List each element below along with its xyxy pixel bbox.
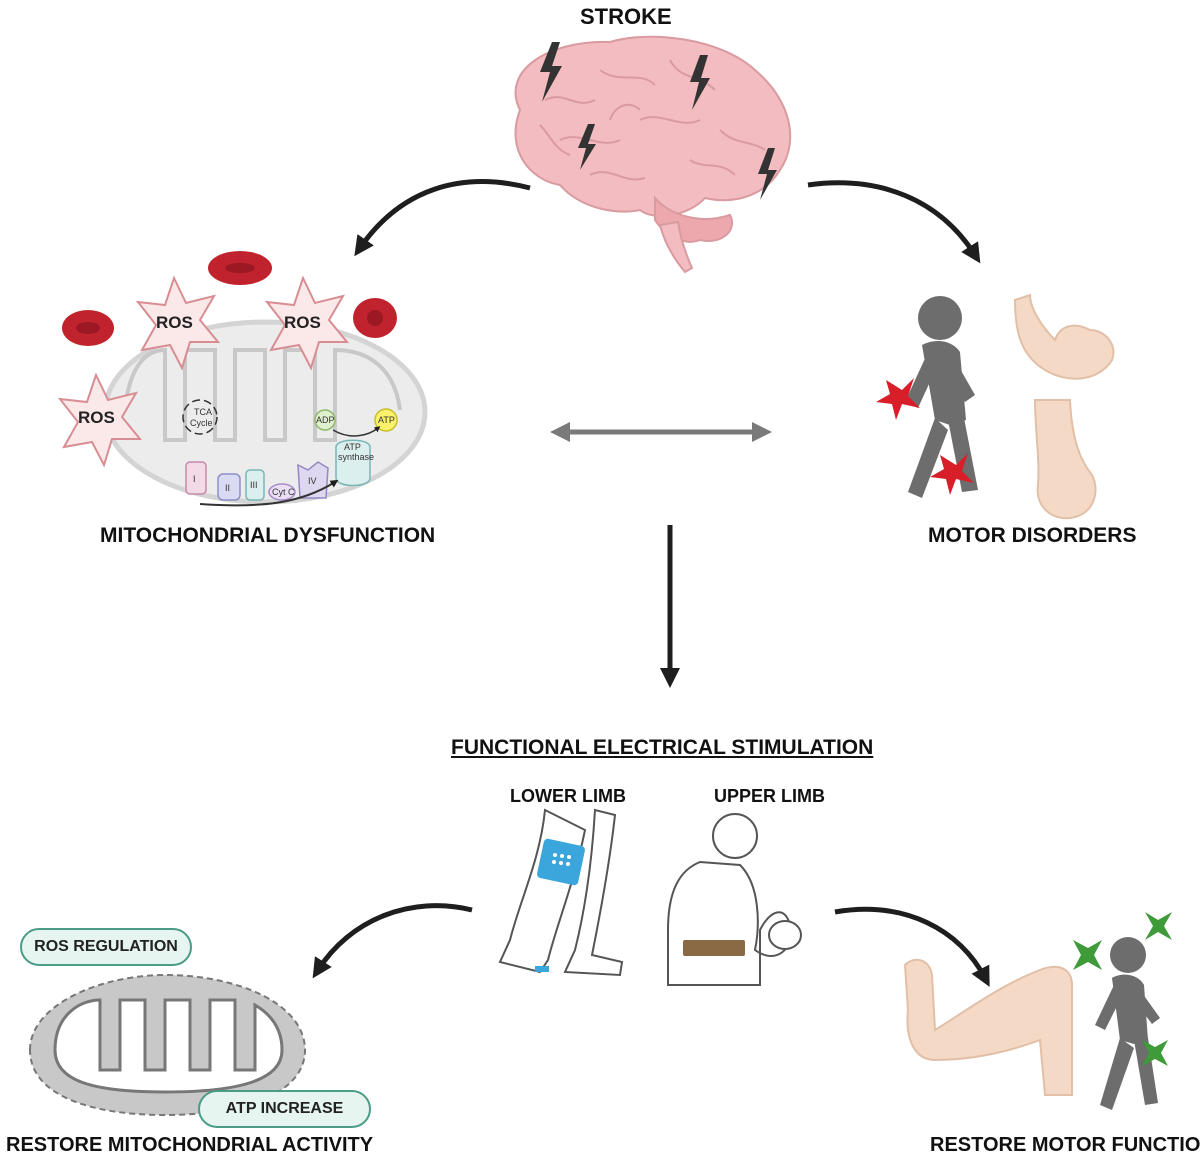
title-stroke: STROKE [580, 4, 672, 29]
sparkle-icon [1073, 912, 1172, 1066]
label-restore-motor: RESTORE MOTOR FUNCTION [930, 1134, 1200, 1156]
atp-synthase-text-1: ATP [344, 442, 361, 452]
cyt-c: Cyt C [272, 487, 295, 497]
hand-icon [1013, 293, 1115, 380]
ros-star-icon [57, 275, 350, 468]
complex-III: III [250, 480, 258, 490]
electron-transport-chain [185, 408, 398, 507]
pill-atp-increase: ATP INCREASE [198, 1090, 371, 1128]
label-mito-dysfunction: MITOCHONDRIAL DYSFUNCTION [100, 524, 436, 547]
tca-cycle-icon [182, 399, 218, 435]
adp-label: ADP [316, 415, 335, 425]
brain-icon [514, 35, 792, 274]
ros-label-3: ROS [78, 408, 115, 427]
tca-text-1: TCA [194, 407, 212, 417]
atp-synthase-text-2: synthase [338, 452, 374, 462]
healthy-mitochondrion-icon [28, 973, 307, 1117]
pill-ros-regulation: ROS REGULATION [20, 928, 192, 966]
label-restore-mito: RESTORE MITOCHONDRIAL ACTIVITY [6, 1134, 374, 1156]
arm-flex-icon [903, 958, 1073, 1096]
foot-icon [1033, 399, 1097, 520]
red-star-icon [876, 378, 974, 495]
arrow-to-motor [807, 180, 981, 264]
lightning-icon [540, 42, 777, 200]
red-blood-cell-icon [62, 251, 397, 346]
complex-I: I [193, 474, 196, 484]
leg-icon [498, 808, 624, 977]
walking-person-icon [905, 296, 978, 498]
ros-label-1: ROS [156, 313, 193, 332]
ros-label-2: ROS [284, 313, 321, 332]
walking-person-icon-restored [1095, 937, 1160, 1110]
label-upper-limb: UPPER LIMB [714, 786, 826, 806]
fes-cuff [683, 940, 745, 956]
upper-limb-person-icon [667, 813, 802, 986]
complex-IV: IV [308, 476, 317, 486]
label-motor-disorders: MOTOR DISORDERS [928, 524, 1137, 547]
label-lower-limb: LOWER LIMB [510, 786, 626, 806]
arrow-to-restore-motor [834, 906, 990, 987]
tca-text-2: Cycle [190, 418, 213, 428]
arrow-to-mito [354, 179, 531, 257]
complex-II: II [225, 483, 230, 493]
arrow-to-restore-mito [312, 903, 473, 979]
atp-label: ATP [378, 415, 395, 425]
label-fes: FUNCTIONAL ELECTRICAL STIMULATION [451, 736, 874, 759]
